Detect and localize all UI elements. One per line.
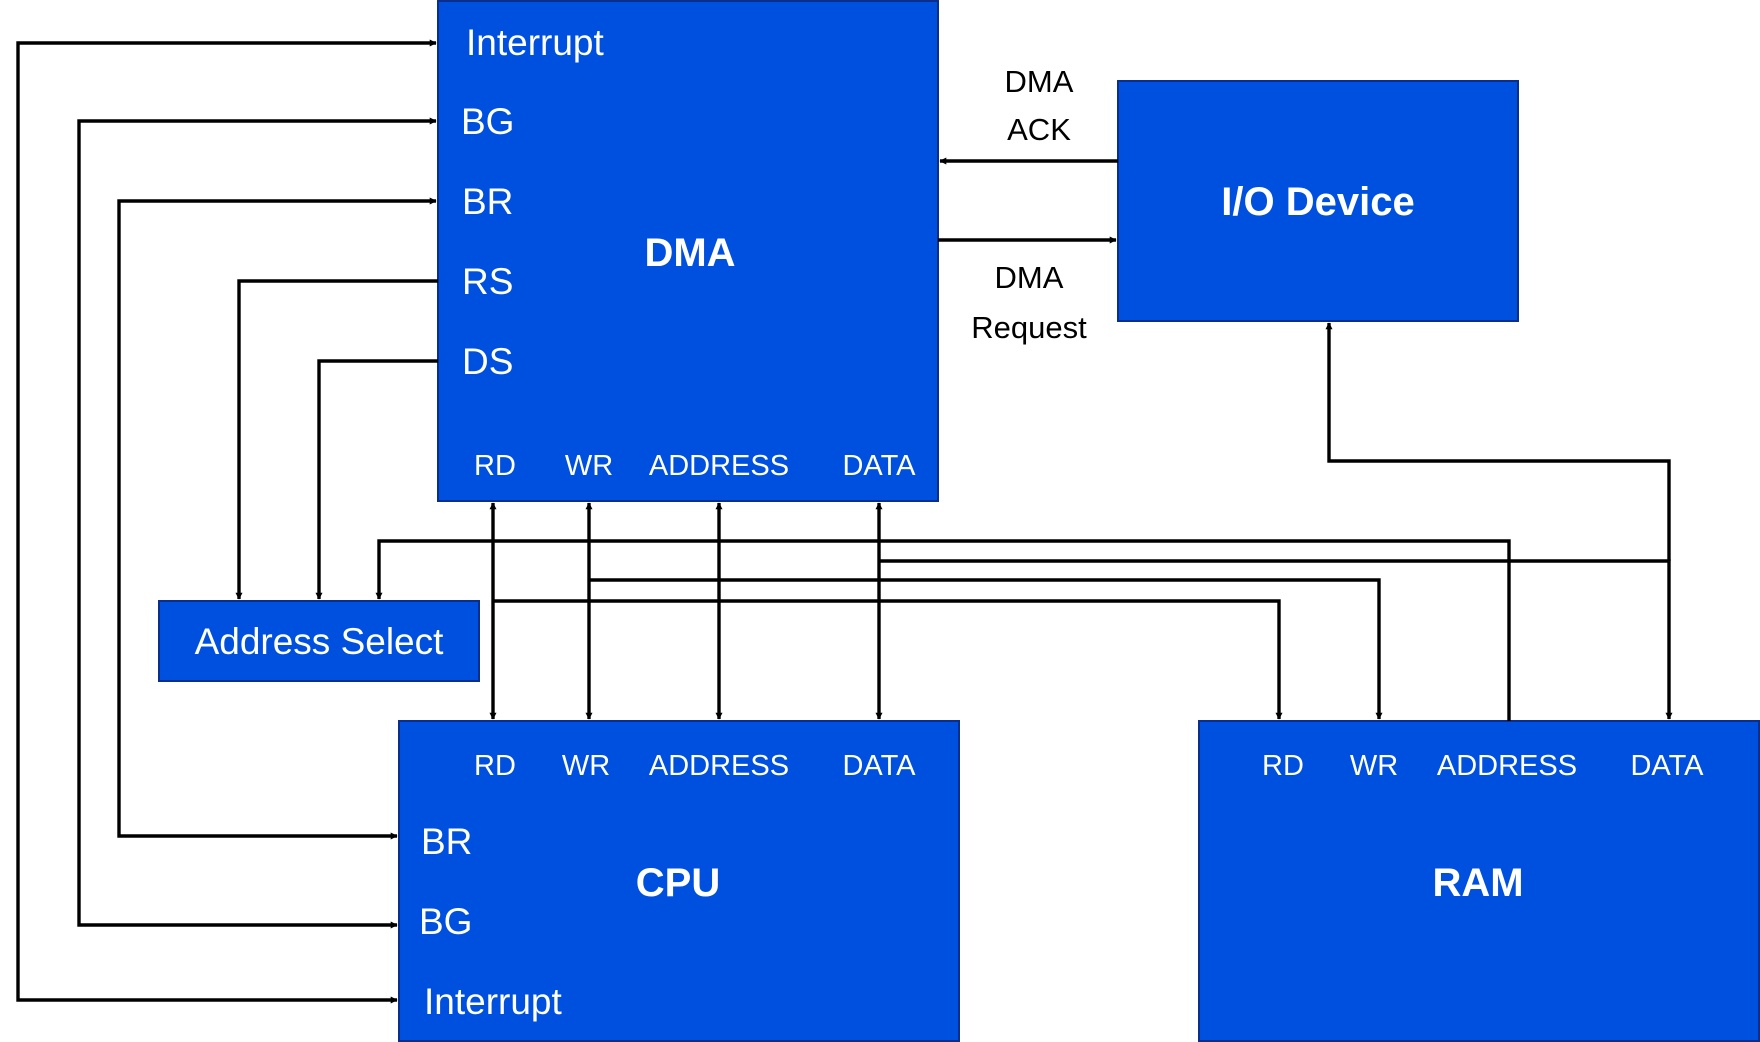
ram-bus-wr: WR — [1350, 750, 1398, 782]
wr-to-ram-wire — [589, 578, 1383, 720]
ram-bus-data: DATA — [1630, 750, 1704, 782]
data-to-io-wire — [1325, 322, 1671, 561]
dma-pin-ds: DS — [462, 341, 513, 382]
dma-request-label-line2: Request — [971, 310, 1087, 345]
address-to-ram-and-select-wire — [375, 539, 1511, 721]
rd-to-ram-wire — [493, 599, 1283, 720]
cpu-title: CPU — [636, 861, 720, 905]
cpu-bus-address: ADDRESS — [649, 750, 789, 782]
dma-pin-bg: BG — [461, 101, 514, 142]
dma-pin-br: BR — [462, 181, 513, 222]
cpu-block — [398, 720, 960, 1042]
ram-title: RAM — [1432, 861, 1523, 905]
dma-title: DMA — [644, 231, 735, 275]
dma-bus-wr: WR — [565, 450, 613, 482]
cpu-bus-data: DATA — [842, 750, 916, 782]
data-to-ram-wire — [879, 559, 1673, 720]
ds-wire — [315, 359, 438, 600]
dma-block — [437, 0, 939, 502]
io-device-title: I/O Device — [1221, 180, 1414, 224]
cpu-bus-wr: WR — [562, 750, 610, 782]
dma-bus-address: ADDRESS — [649, 450, 789, 482]
io-device-block — [1117, 80, 1519, 322]
dma-bus-data: DATA — [842, 450, 916, 482]
ram-bus-rd: RD — [1262, 750, 1304, 782]
cpu-bus-rd: RD — [474, 750, 516, 782]
bg-wire — [77, 117, 437, 929]
br-wire — [117, 197, 437, 840]
cpu-pin-interrupt: Interrupt — [424, 981, 563, 1022]
cpu-pin-br: BR — [421, 821, 472, 862]
cpu-pin-bg: BG — [419, 901, 472, 942]
ram-block — [1198, 720, 1760, 1042]
dma-ack-label-line1: DMA — [1005, 64, 1074, 99]
dma-request-label-line1: DMA — [995, 260, 1064, 295]
rs-wire — [235, 279, 438, 600]
dma-pin-rs: RS — [462, 261, 513, 302]
dma-bus-rd: RD — [474, 450, 516, 482]
dma-ack-label-line2: ACK — [1007, 112, 1071, 147]
dma-pin-interrupt: Interrupt — [466, 22, 605, 63]
ram-bus-address: ADDRESS — [1437, 750, 1577, 782]
interrupt-wire — [16, 39, 437, 1004]
address-select-label: Address Select — [195, 621, 445, 662]
